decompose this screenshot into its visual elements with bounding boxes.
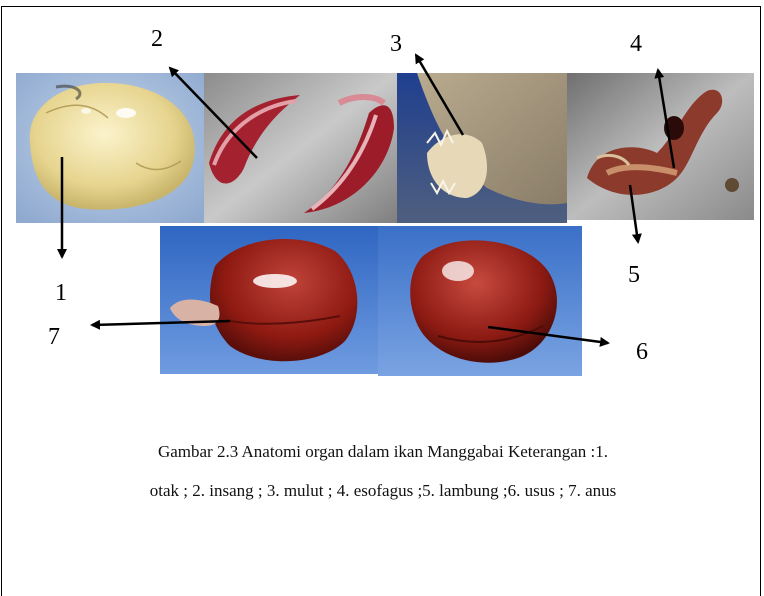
label-6: 6 [636, 340, 648, 364]
arrow-2 [170, 68, 257, 158]
arrow-7 [92, 321, 230, 325]
figure-caption-line1: Gambar 2.3 Anatomi organ dalam ikan Mang… [40, 443, 726, 460]
figure-caption-line2: otak ; 2. insang ; 3. mulut ; 4. esofagu… [40, 482, 726, 499]
label-1: 1 [55, 281, 67, 305]
label-2: 2 [151, 27, 163, 51]
label-4: 4 [630, 32, 642, 56]
label-7: 7 [48, 325, 60, 349]
arrow-5 [630, 185, 638, 242]
label-5: 5 [628, 263, 640, 287]
arrow-6 [488, 327, 608, 343]
label-3: 3 [390, 32, 402, 56]
arrow-3 [416, 55, 463, 135]
arrow-4 [658, 70, 674, 168]
